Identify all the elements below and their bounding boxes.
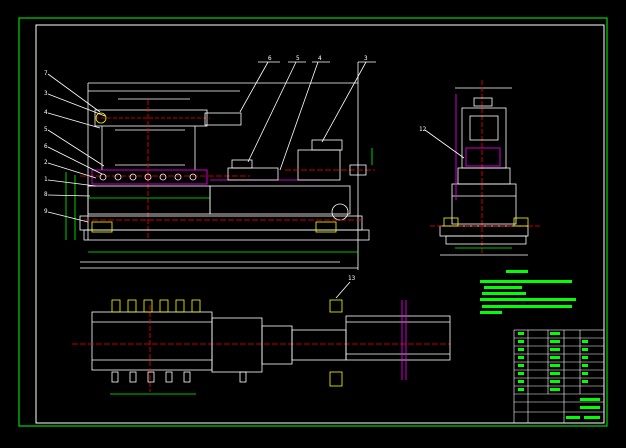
balloon-front-top-0: 6 <box>268 55 272 62</box>
title-block <box>513 329 605 424</box>
front-elevation <box>47 61 376 270</box>
balloon-front-left-5: 2 <box>44 159 48 166</box>
balloon-front-left-7: 8 <box>44 191 48 198</box>
balloon-front-left-0: 7 <box>44 70 48 77</box>
balloon-front-top-2: 4 <box>318 55 322 62</box>
balloon-front-left-1: 3 <box>44 90 48 97</box>
balloon-front-left-3: 5 <box>44 126 48 133</box>
balloon-front-top-3: 3 <box>364 55 368 62</box>
balloon-front-left-4: 6 <box>44 143 48 150</box>
balloon-front-top-1: 5 <box>296 55 300 62</box>
balloon-front-left-2: 4 <box>44 109 48 116</box>
outer-frame <box>18 17 608 427</box>
side-elevation <box>424 80 540 256</box>
balloon-plan: 13 <box>348 275 356 282</box>
inner-frame <box>35 24 605 424</box>
balloon-front-left-8: 9 <box>44 208 48 215</box>
balloon-side: 12 <box>419 126 427 133</box>
plan-view <box>72 281 451 395</box>
technical-notes <box>480 270 576 314</box>
balloon-front-left-6: 1 <box>44 176 48 183</box>
title-block-text <box>518 332 600 419</box>
